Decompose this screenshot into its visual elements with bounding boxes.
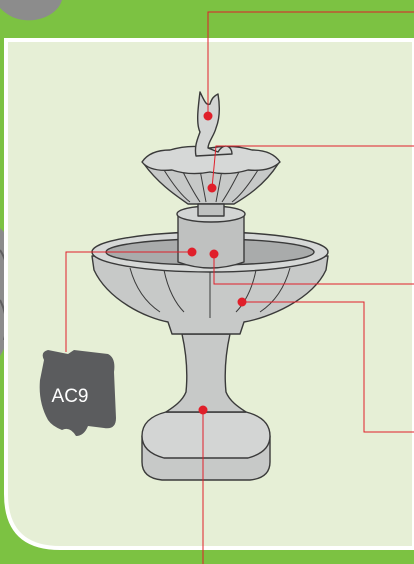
product-code-badge: AC9: [52, 386, 89, 407]
upper-pedestal-marker: [187, 247, 197, 257]
upper-bowl-flutes: [163, 169, 259, 203]
upper-bowl-rim: [141, 145, 281, 175]
lower-bowl-column-marker: [209, 249, 219, 259]
fountain-illustration: [91, 91, 329, 481]
fountain-base-plinth-top: [141, 411, 271, 459]
leader-line-upper-bowl: [211, 145, 414, 189]
leader-line-lower-bowl-column: [213, 254, 414, 285]
fountain-finial: [194, 91, 233, 157]
upper-bowl-stem: [197, 203, 225, 217]
callout-markers: [187, 111, 247, 415]
fountain-column: [165, 333, 247, 413]
base-marker: [198, 405, 208, 415]
finial-marker: [203, 111, 213, 121]
leader-line-ac9: [65, 251, 192, 352]
leader-line-lower-bowl: [242, 301, 414, 433]
lower-bowl-flutes: [129, 267, 291, 318]
leader-line-finial: [207, 11, 414, 116]
leader-lines: [65, 11, 414, 564]
ac9-part-shape: [39, 350, 116, 436]
lower-bowl-marker: [237, 297, 247, 307]
stone-texture-top: [0, 0, 62, 21]
ac9-part: AC9: [39, 350, 116, 436]
upper-pedestal: [177, 215, 245, 269]
upper-bowl-marker: [207, 183, 217, 193]
